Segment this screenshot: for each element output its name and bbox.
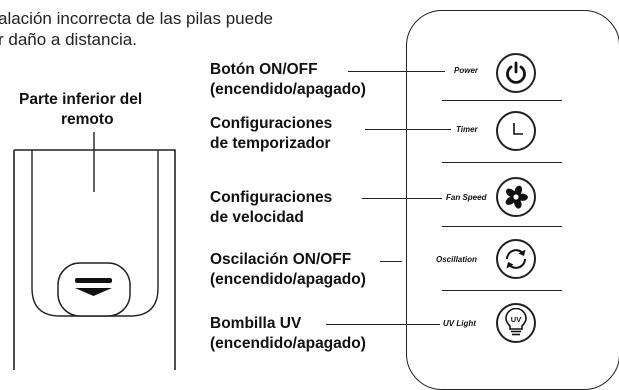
oscillation-leader	[380, 261, 402, 262]
timer-leader	[365, 129, 451, 130]
intro-line-1: alación incorrecta de las pilas puede	[0, 9, 274, 28]
power-icon	[506, 61, 526, 84]
fan-label-line-2: de velocidad	[210, 209, 304, 226]
power-label-line-1: Botón ON/OFF	[210, 61, 318, 78]
bottom-title-line-2: remoto	[61, 111, 114, 128]
timer-label-line-1: Configuraciones	[210, 115, 333, 132]
separator-3	[442, 226, 562, 227]
timer-button-text: Timer	[456, 125, 478, 134]
latch-bar-top	[75, 278, 112, 283]
rotate-icon	[506, 249, 526, 269]
bulb-icon: UV	[505, 308, 527, 336]
power-button[interactable]	[496, 53, 536, 93]
power-label-line-2: (encendido/apagado)	[210, 81, 366, 98]
clock-icon	[513, 123, 523, 135]
remote-back-outline	[14, 149, 176, 370]
remote-bottom-illustration	[13, 132, 176, 370]
power-button-text: Power	[454, 66, 479, 75]
bottom-title-line-1: Parte inferior del	[19, 91, 143, 108]
separator-2	[442, 162, 562, 163]
intro-line-2: r daño a distancia.	[0, 30, 137, 49]
fan-icon	[505, 185, 528, 209]
fan-label-line-1: Configuraciones	[210, 189, 333, 206]
oscillation-button-text: Oscillation	[436, 255, 477, 264]
separator-4	[442, 290, 562, 291]
fan-speed-button[interactable]	[496, 177, 536, 217]
power-leader	[348, 71, 445, 72]
uv-label-line-1: Bombilla UV	[210, 315, 302, 332]
bulb-uv-text: UV	[511, 315, 521, 324]
uv-button-text: UV Light	[443, 319, 476, 328]
timer-button[interactable]	[496, 111, 536, 151]
timer-label-line-2: de temporizador	[210, 135, 331, 152]
separator-1	[442, 100, 562, 101]
fan-leader	[362, 198, 442, 199]
uv-leader	[326, 324, 440, 325]
oscillation-label-line-1: Oscilación ON/OFF	[210, 251, 352, 268]
fan-button-text: Fan Speed	[446, 193, 487, 202]
oscillation-label-line-2: (encendido/apagado)	[210, 271, 366, 288]
oscillation-button[interactable]	[496, 239, 536, 279]
uv-label-line-2: (encendido/apagado)	[210, 335, 366, 352]
latch-arrow-down	[75, 288, 112, 296]
uv-light-button[interactable]: UV	[496, 303, 536, 343]
